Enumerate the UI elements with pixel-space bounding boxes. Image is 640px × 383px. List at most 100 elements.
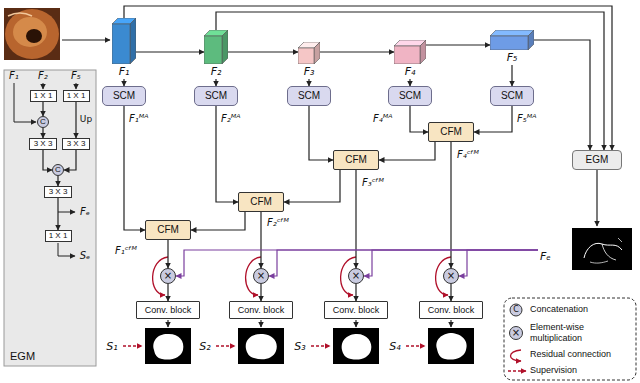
node-text: Fₑ bbox=[540, 250, 551, 264]
node-text: C bbox=[40, 118, 46, 126]
node-text: Conv. block bbox=[145, 306, 191, 315]
cuboid bbox=[298, 42, 320, 64]
connector bbox=[216, 12, 604, 150]
connector bbox=[426, 44, 490, 45]
connector bbox=[42, 102, 43, 116]
cuboid bbox=[490, 30, 534, 50]
node-text: EGM bbox=[10, 350, 35, 363]
colon-wall bbox=[13, 17, 47, 47]
mask-blob bbox=[436, 333, 466, 360]
feature-map: F₃ bbox=[298, 42, 320, 79]
connector bbox=[260, 284, 261, 301]
connector bbox=[75, 102, 76, 138]
mask-ground bbox=[145, 328, 191, 364]
signal-label: F₂ bbox=[38, 71, 48, 81]
node-text: SCM bbox=[399, 91, 421, 101]
connector bbox=[308, 79, 309, 86]
connector bbox=[459, 250, 538, 276]
cuboid bbox=[112, 18, 136, 64]
signal-label: S₁ bbox=[106, 341, 117, 352]
connector bbox=[355, 284, 356, 301]
conv-box: 3 X 3 bbox=[62, 138, 90, 150]
conv-block: Conv. block bbox=[229, 301, 293, 319]
feature-map: F₄ bbox=[394, 40, 426, 79]
connector bbox=[596, 170, 597, 226]
signal-label: Up bbox=[80, 115, 92, 124]
node-text: SCM bbox=[113, 91, 135, 101]
cuboid-front bbox=[490, 36, 528, 50]
node-text: EGM bbox=[586, 155, 609, 165]
node-text: 1 X 1 bbox=[34, 92, 53, 100]
cuboid-front bbox=[298, 48, 314, 64]
connector bbox=[260, 212, 261, 268]
input-wire bbox=[14, 83, 36, 122]
colon-wall bbox=[5, 9, 59, 59]
cfm-box: CFM bbox=[428, 122, 474, 142]
node-text: F₃ bbox=[298, 64, 320, 79]
edge-trace bbox=[590, 261, 608, 263]
scm-box: SCM bbox=[287, 86, 331, 106]
node-text: 3 X 3 bbox=[67, 140, 86, 148]
legend-frame bbox=[504, 298, 636, 380]
output-wire bbox=[58, 212, 75, 213]
mask-blob bbox=[246, 334, 277, 359]
cuboid-side bbox=[130, 18, 136, 64]
cuboid bbox=[204, 30, 228, 64]
connector bbox=[409, 79, 410, 86]
feature-label: F₁ᴹᴬ bbox=[128, 112, 150, 125]
node-text: F₁ bbox=[112, 64, 136, 79]
connector bbox=[123, 79, 124, 86]
node-text: Conv. block bbox=[238, 306, 284, 315]
connector bbox=[42, 128, 43, 138]
scm-box: SCM bbox=[194, 86, 238, 106]
highlight bbox=[8, 13, 32, 16]
input-arrow bbox=[62, 39, 110, 40]
feature-map: F₁ bbox=[112, 18, 136, 79]
conv-box: 1 X 1 bbox=[45, 230, 72, 242]
mask-ground bbox=[238, 328, 284, 364]
connector bbox=[167, 240, 168, 268]
scm-box: SCM bbox=[388, 86, 432, 106]
supervision-arrow bbox=[406, 345, 425, 347]
connector bbox=[64, 150, 76, 170]
multiply-circle: × bbox=[253, 268, 269, 284]
mask-blob bbox=[342, 334, 372, 360]
panel-ground bbox=[4, 70, 96, 366]
mask-blob bbox=[153, 334, 183, 360]
output-arrow bbox=[450, 320, 451, 327]
node-text: × bbox=[257, 271, 265, 281]
input-image bbox=[4, 8, 60, 60]
legend-supervision-symbol bbox=[508, 370, 526, 372]
signal-label: S₄ bbox=[389, 341, 400, 352]
feature-label: F₂ᶜᶠᴹ bbox=[266, 216, 290, 229]
connector bbox=[136, 51, 204, 52]
connector bbox=[450, 284, 451, 301]
mask-image bbox=[145, 328, 191, 364]
cuboid-front bbox=[112, 24, 130, 64]
connector bbox=[269, 250, 538, 276]
image-ground bbox=[4, 8, 60, 60]
multiply-circle: × bbox=[160, 268, 176, 284]
node-text: SCM bbox=[501, 91, 523, 101]
node-text: 1 X 1 bbox=[49, 232, 68, 240]
feature-label: F₃ᶜᶠᴹ bbox=[361, 176, 385, 189]
multiply-circle: × bbox=[348, 268, 364, 284]
signal-label: F₅ bbox=[71, 71, 81, 81]
node-text: × bbox=[447, 271, 455, 281]
signal-label: Fₑ bbox=[80, 207, 90, 217]
node-text: × bbox=[164, 271, 172, 281]
connector bbox=[410, 106, 428, 132]
legend-text: Residual connection bbox=[530, 349, 630, 360]
edge-trace bbox=[618, 238, 622, 242]
node-text: SCM bbox=[205, 91, 227, 101]
node-text: CFM bbox=[345, 155, 367, 165]
connector bbox=[43, 150, 52, 170]
feature-map: F₂ bbox=[204, 30, 228, 79]
mask-ground bbox=[333, 328, 379, 364]
node-text: 1 X 1 bbox=[67, 92, 86, 100]
edge-map: Fₑ bbox=[538, 226, 634, 272]
edge-trace bbox=[602, 244, 616, 260]
cfm-box: CFM bbox=[238, 192, 284, 212]
node-text: 3 X 3 bbox=[49, 188, 68, 196]
concat-circle: C bbox=[52, 164, 64, 176]
